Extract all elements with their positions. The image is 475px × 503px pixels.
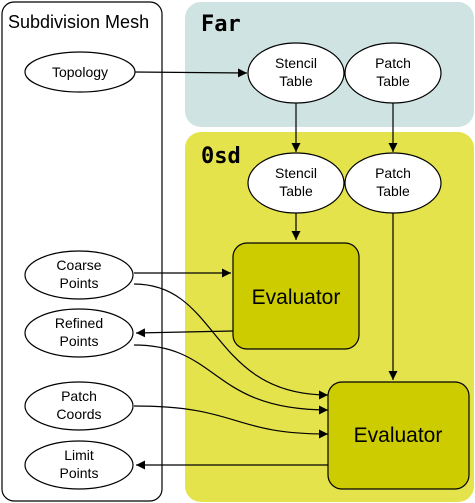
- edge-stencil-evaluator-to-refined: [135, 328, 234, 338]
- osd-stencil-table-label-line1: Stencil: [275, 165, 317, 181]
- far-patch-table-label-line1: Patch: [375, 55, 411, 71]
- edge-refined-to-patch-evaluator: [133, 344, 329, 415]
- limit-points-label-line2: Points: [60, 465, 99, 481]
- osd-stencil-table-label-line2: Table: [279, 183, 313, 199]
- refined-points-label-line1: Refined: [55, 315, 103, 331]
- osd-title: 0sd: [201, 144, 241, 169]
- coarse-points-label-line2: Points: [60, 275, 99, 291]
- osd-patch-table-label-line2: Table: [376, 183, 410, 199]
- stencil-evaluator-label: Evaluator: [252, 286, 341, 309]
- edge-coarse-to-patch-evaluator: [133, 283, 329, 400]
- limit-points-label-line1: Limit: [64, 447, 94, 463]
- patch-coords-label-line1: Patch: [61, 388, 97, 404]
- patch-coords-node: [24, 381, 134, 431]
- edge-patchcoords-to-patch-evaluator: [133, 405, 329, 439]
- osd-patch-table-label-line1: Patch: [375, 165, 411, 181]
- osd-stencil-table-node: [247, 152, 345, 214]
- topology-node: [24, 51, 136, 93]
- refined-points-label-line2: Points: [60, 333, 99, 349]
- far-stencil-table-node: [247, 42, 345, 104]
- limit-points-node: [24, 440, 134, 490]
- far-stencil-table-label-line1: Stencil: [275, 55, 317, 71]
- osd-patch-table-node: [344, 152, 442, 214]
- subdivision-mesh-title: Subdivision Mesh: [8, 12, 149, 32]
- edges: [133, 68, 398, 470]
- far-stencil-table-label-line2: Table: [279, 73, 313, 89]
- far-title: Far: [201, 12, 241, 37]
- topology-label: Topology: [52, 64, 108, 80]
- patch-coords-label-line2: Coords: [56, 406, 101, 422]
- coarse-points-label-line1: Coarse: [56, 257, 101, 273]
- far-patch-table-node: [344, 42, 442, 104]
- far-patch-table-label-line2: Table: [376, 73, 410, 89]
- patch-evaluator-box: [327, 381, 470, 490]
- refined-points-node: [24, 308, 134, 358]
- stencil-evaluator-box: [232, 242, 360, 350]
- patch-evaluator-label: Evaluator: [354, 424, 443, 447]
- edge-topology-to-stencil-table: [133, 68, 248, 78]
- coarse-points-node: [24, 250, 134, 300]
